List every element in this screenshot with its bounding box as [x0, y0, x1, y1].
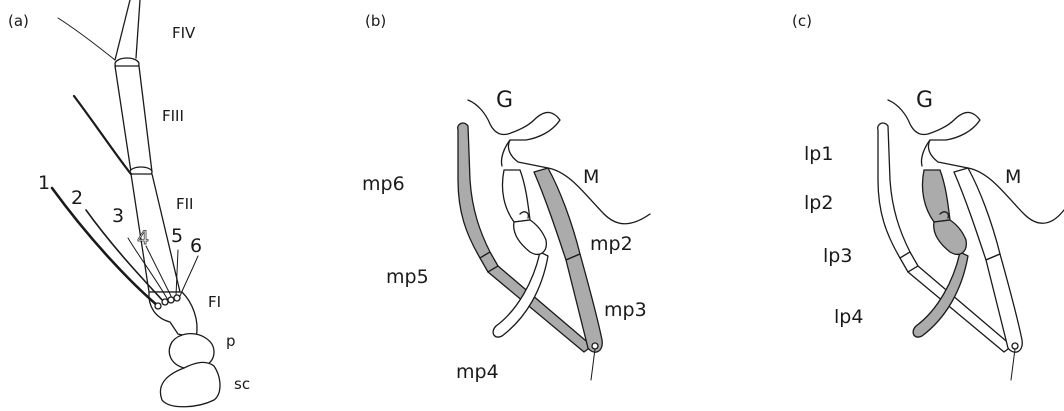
label-g-c: G [916, 88, 933, 113]
inner-piece-upper-c [922, 170, 950, 222]
panel-b: (b) G M mp6 mp5 mp4 mp2 mp3 [362, 12, 650, 383]
label-mp3: mp3 [604, 299, 647, 321]
panel-c-label: (c) [792, 12, 812, 30]
seta-6 [180, 256, 198, 296]
tip-socket-c [1012, 343, 1018, 349]
inner-piece-lower [514, 220, 547, 254]
seta-number-4: 4 [137, 227, 149, 249]
label-sc: sc [234, 375, 250, 393]
label-fi: FI [208, 293, 221, 311]
label-p: p [226, 332, 236, 350]
segment-fiv [115, 0, 140, 60]
segment-fiii [115, 66, 152, 172]
label-lp1: lp1 [804, 143, 833, 165]
inner-piece-upper [502, 170, 530, 222]
panel-c: (c) G M lp1 lp2 lp3 lp4 [792, 12, 1064, 380]
panel-a-label: (a) [8, 12, 29, 30]
seta-number-6: 6 [190, 235, 202, 257]
seta-number-5: 5 [171, 225, 183, 247]
socket-1 [155, 303, 161, 309]
label-fiv: FIV [172, 24, 196, 42]
label-g-b: G [496, 88, 513, 113]
label-lp4: lp4 [834, 306, 863, 328]
seta-number-3: 3 [112, 205, 124, 227]
tip-seta-c [1011, 349, 1015, 380]
label-m-c: M [1005, 166, 1021, 188]
label-fii: FII [176, 195, 193, 213]
tip-seta [591, 349, 595, 380]
label-fiii: FIII [162, 107, 184, 125]
socket-3 [168, 297, 174, 303]
label-mp4: mp4 [456, 361, 499, 383]
socket-2 [162, 299, 168, 305]
segment-mp6 [458, 123, 490, 258]
label-mp6: mp6 [362, 173, 405, 195]
label-lp2: lp2 [804, 192, 833, 214]
segment-scape [160, 362, 220, 406]
label-lp3: lp3 [823, 245, 852, 267]
segment-lp1 [878, 123, 910, 258]
socket-4 [174, 295, 180, 301]
label-mp5: mp5 [386, 266, 429, 288]
seta-number-2: 2 [71, 187, 83, 209]
tip-socket [592, 343, 598, 349]
seta-fiv [58, 18, 115, 60]
panel-b-label: (b) [365, 12, 386, 30]
inner-piece-lower-c [934, 220, 967, 254]
panel-a: (a) FIV FIII FII FI p sc [8, 0, 250, 407]
seta-number-1: 1 [38, 172, 50, 194]
label-mp2: mp2 [590, 233, 633, 255]
label-m-b: M [583, 166, 599, 188]
